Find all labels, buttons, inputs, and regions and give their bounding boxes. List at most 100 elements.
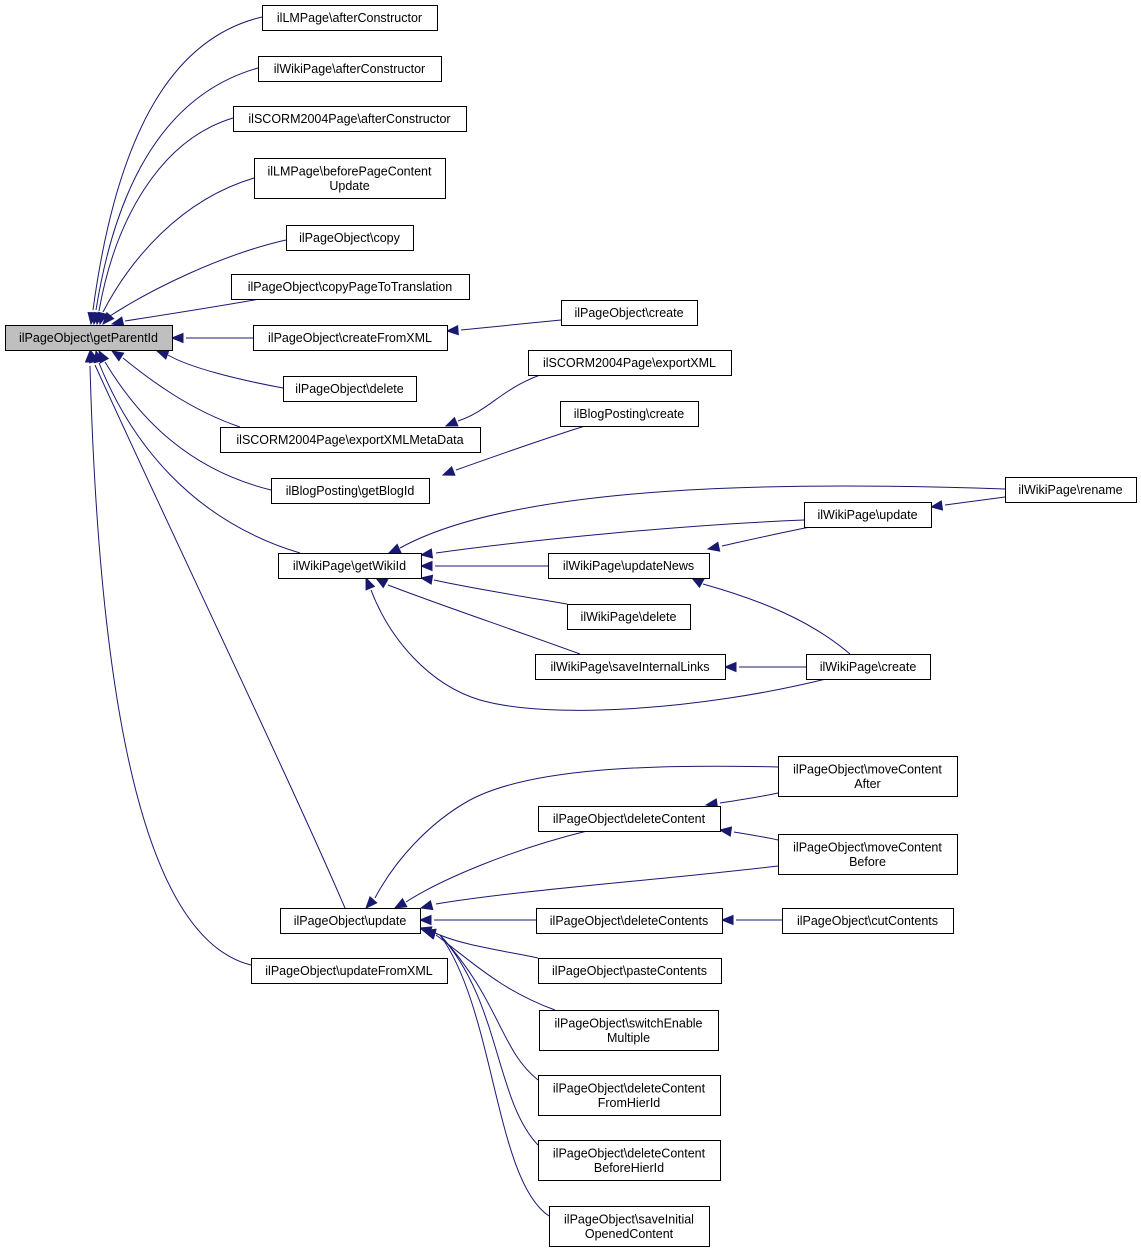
edge-line xyxy=(399,485,1006,549)
node-po-cut[interactable]: ilPageObject\cutContents xyxy=(782,908,954,934)
arrowhead xyxy=(419,560,433,572)
node-wiki-getid[interactable]: ilWikiPage\getWikiId xyxy=(278,553,422,579)
arrowhead xyxy=(441,465,456,476)
edge-wiki_update-to-wiki_updatenews xyxy=(706,526,811,552)
arrowhead xyxy=(445,324,459,336)
edge-line xyxy=(433,579,568,605)
node-box xyxy=(262,5,438,31)
edge-line xyxy=(109,239,287,317)
node-label: ilLMPage\afterConstructor xyxy=(277,11,422,25)
node-lm-after[interactable]: ilLMPage\afterConstructor xyxy=(262,5,438,31)
edge-line xyxy=(702,583,851,655)
node-box xyxy=(253,325,448,351)
edge-wiki_create-to-wiki_getid xyxy=(365,576,827,711)
node-label: ilPageObject\update xyxy=(294,914,407,928)
edge-line xyxy=(104,361,272,491)
node-label: ilWikiPage\delete xyxy=(581,610,677,624)
node-scorm-after[interactable]: ilSCORM2004Page\afterConstructor xyxy=(233,106,467,132)
edge-wiki_rename-to-wiki_update xyxy=(929,496,1006,511)
node-label: ilPageObject\moveContent xyxy=(793,840,942,854)
node-po-delcontent[interactable]: ilPageObject\deleteContent xyxy=(538,806,721,832)
edge-lm_before-to-root xyxy=(97,177,255,326)
node-blog-getid[interactable]: ilBlogPosting\getBlogId xyxy=(271,478,430,504)
node-box xyxy=(1005,477,1137,503)
node-label: ilWikiPage\rename xyxy=(1018,483,1122,497)
node-box xyxy=(538,958,722,984)
edge-line xyxy=(439,934,539,1146)
node-scorm-exportmeta[interactable]: ilSCORM2004Page\exportXMLMetaData xyxy=(220,427,481,453)
node-box xyxy=(560,401,699,427)
edge-line xyxy=(374,765,779,899)
node-po-update[interactable]: ilPageObject\update xyxy=(280,908,421,934)
edge-po_movebefore-to-po_delcontent xyxy=(718,826,779,841)
edge-line xyxy=(733,831,779,841)
node-box xyxy=(283,376,417,402)
node-label: ilPageObject\deleteContent xyxy=(553,1081,706,1095)
node-box xyxy=(278,553,422,579)
edge-line xyxy=(95,67,259,311)
edge-line xyxy=(102,177,255,313)
node-po-delete[interactable]: ilPageObject\delete xyxy=(283,376,417,402)
node-box xyxy=(535,654,726,680)
edge-po_movebefore-to-po_update xyxy=(419,865,779,911)
node-po-copy[interactable]: ilPageObject\copy xyxy=(286,225,414,251)
edge-po_paste-to-po_update xyxy=(418,926,539,959)
edge-line xyxy=(167,354,284,389)
node-po-paste[interactable]: ilPageObject\pasteContents xyxy=(538,958,722,984)
node-box xyxy=(806,654,931,680)
arrowhead xyxy=(84,349,96,363)
arrowhead xyxy=(155,350,170,360)
node-box xyxy=(549,1206,710,1247)
node-label: ilWikiPage\update xyxy=(817,508,917,522)
node-label: ilWikiPage\afterConstructor xyxy=(274,62,425,76)
node-wiki-create[interactable]: ilWikiPage\create xyxy=(806,654,931,680)
node-label: ilPageObject\copy xyxy=(299,231,401,245)
edge-scorm_after-to-root xyxy=(93,117,234,326)
node-box xyxy=(538,1140,721,1181)
edge-po_updatexml-to-root xyxy=(84,349,252,966)
node-wiki-rename[interactable]: ilWikiPage\rename xyxy=(1005,477,1137,503)
node-label: ilPageObject\saveInitial xyxy=(564,1212,694,1226)
node-wiki-update[interactable]: ilWikiPage\update xyxy=(804,502,932,528)
edge-wiki_delete-to-wiki_getid xyxy=(419,574,568,605)
node-po-copytrans[interactable]: ilPageObject\copyPageToTranslation xyxy=(231,274,470,300)
node-po-create[interactable]: ilPageObject\create xyxy=(561,300,698,326)
node-label: ilBlogPosting\create xyxy=(574,407,685,421)
node-label: ilPageObject\create xyxy=(574,306,683,320)
edge-blog_create-to-blog_getid xyxy=(441,425,586,476)
node-box xyxy=(254,158,446,199)
node-blog-create[interactable]: ilBlogPosting\create xyxy=(560,401,699,427)
node-wiki-delete[interactable]: ilWikiPage\delete xyxy=(567,604,691,630)
node-wiki-after[interactable]: ilWikiPage\afterConstructor xyxy=(258,56,442,82)
arrowhead xyxy=(718,826,733,837)
node-box xyxy=(539,1010,719,1051)
node-label: ilPageObject\delete xyxy=(295,382,403,396)
arrowhead xyxy=(690,577,705,589)
arrowhead xyxy=(929,500,944,511)
node-wiki-savelinks[interactable]: ilWikiPage\saveInternalLinks xyxy=(535,654,726,680)
node-root[interactable]: ilPageObject\getParentId xyxy=(5,325,173,351)
node-po-createxml[interactable]: ilPageObject\createFromXML xyxy=(253,325,448,351)
node-wiki-updatenews[interactable]: ilWikiPage\updateNews xyxy=(548,553,710,579)
node-scorm-export[interactable]: ilSCORM2004Page\exportXML xyxy=(528,350,732,376)
node-box xyxy=(567,604,691,630)
arrowhead xyxy=(419,899,434,911)
edge-line xyxy=(439,934,539,1081)
node-po-delcontents[interactable]: ilPageObject\deleteContents xyxy=(536,908,723,934)
node-box xyxy=(804,502,932,528)
edge-line xyxy=(98,362,301,554)
edge-scorm_export-to-scorm_exportmeta xyxy=(444,374,541,427)
node-po-updatexml[interactable]: ilPageObject\updateFromXML xyxy=(251,958,448,984)
node-label: ilWikiPage\updateNews xyxy=(563,559,694,573)
edge-wiki_rename-to-wiki_getid xyxy=(387,485,1006,554)
arrowhead xyxy=(102,311,115,325)
arrowhead xyxy=(393,897,408,909)
edge-line xyxy=(439,934,550,1217)
